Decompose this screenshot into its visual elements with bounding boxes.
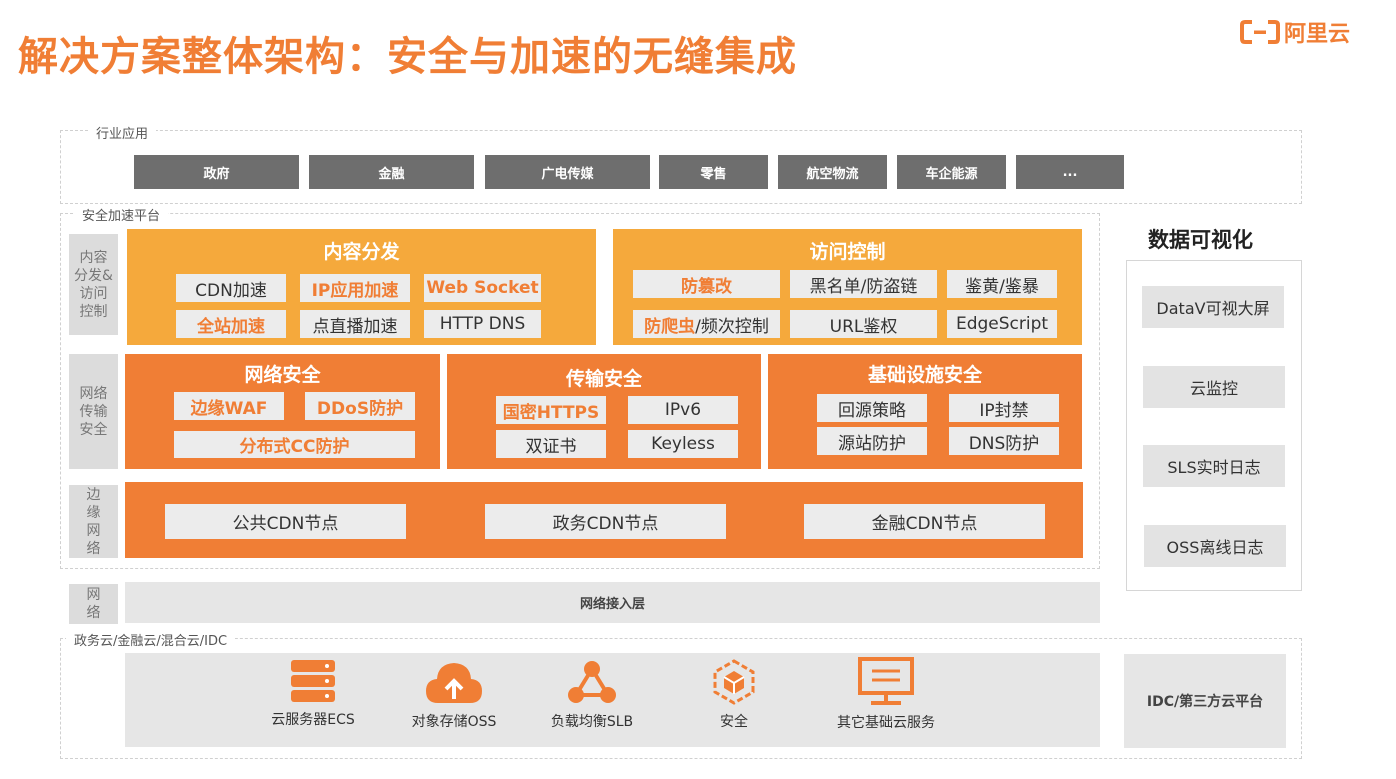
content-delivery-title: 内容分发	[323, 241, 400, 263]
network-security-title: 网络安全	[244, 364, 321, 386]
anti-crawler-hl: 防爬虫	[644, 316, 696, 337]
service-slb: 负载均衡SLB	[532, 659, 652, 731]
logo-text: 阿里云	[1284, 22, 1351, 47]
anti-crawler-box: 防爬虫/频次控制	[633, 310, 780, 338]
service-security: 安全	[674, 659, 794, 731]
load-balancer-icon	[568, 661, 616, 703]
service-label: 负载均衡SLB	[550, 714, 634, 730]
service-label: 对象存储OSS	[411, 714, 497, 730]
platform-label: 安全加速平台	[74, 205, 169, 224]
url-auth-box: URL鉴权	[790, 310, 937, 338]
service-label: 云服务器ECS	[271, 712, 355, 728]
third-party-cloud: IDC/第三方云平台	[1124, 654, 1286, 748]
network-security-side-label: 网络 传输 安全	[69, 354, 118, 469]
datav-box: DataV可视大屏	[1142, 286, 1284, 328]
network-access-layer: 网络接入层	[125, 582, 1100, 623]
service-label: 安全	[720, 714, 748, 730]
service-label: 其它基础云服务	[837, 715, 935, 731]
finance-cdn-node-box: 金融CDN节点	[804, 504, 1045, 539]
full-site-accel-box: 全站加速	[176, 310, 286, 338]
dual-cert-box: 双证书	[496, 430, 606, 458]
visualization-title: 数据可视化	[1148, 228, 1253, 252]
industry-item: 金融	[309, 155, 474, 189]
oss-log-box: OSS离线日志	[1144, 525, 1286, 567]
server-icon	[291, 660, 335, 702]
content-access-side-label: 内容 分发& 访问 控制	[69, 234, 118, 335]
anti-tamper-box: 防篡改	[633, 270, 780, 298]
edge-network-side-label: 边 缘 网 络	[69, 485, 118, 558]
public-cdn-node-box: 公共CDN节点	[165, 504, 406, 539]
content-delivery-panel: 内容分发 CDN加速 IP应用加速 Web Socket 全站加速 点直播加速 …	[127, 229, 596, 345]
ip-app-accel-box: IP应用加速	[300, 274, 410, 302]
blacklist-box: 黑名单/防盗链	[790, 270, 937, 298]
industry-item: 政府	[134, 155, 299, 189]
cloud-monitor-box: 云监控	[1143, 366, 1285, 408]
industry-item: 零售	[659, 155, 768, 189]
aliyun-logo: 阿里云	[1240, 16, 1350, 48]
visualization-panel	[1126, 260, 1302, 591]
anti-crawler-rest: /频次控制	[695, 316, 769, 337]
distributed-cc-box: 分布式CC防护	[174, 431, 415, 458]
infra-security-panel: 基础设施安全 回源策略 IP封禁 源站防护 DNS防护	[768, 354, 1082, 469]
industry-label: 行业应用	[88, 123, 157, 142]
access-control-title: 访问控制	[809, 241, 886, 263]
industry-section	[60, 130, 1302, 204]
industry-item: 车企能源	[897, 155, 1006, 189]
platform-section	[60, 213, 1100, 569]
network-side-label: 网 络	[69, 584, 118, 624]
service-ecs: 云服务器ECS	[253, 659, 373, 729]
service-other: 其它基础云服务	[826, 656, 946, 732]
cdn-accel-box: CDN加速	[176, 274, 286, 302]
ddos-box: DDoS防护	[305, 392, 415, 420]
edge-network-panel: 公共CDN节点 政务CDN节点 金融CDN节点	[125, 482, 1083, 558]
infra-security-title: 基础设施安全	[867, 364, 982, 386]
transport-security-panel: 传输安全 国密HTTPS IPv6 双证书 Keyless	[447, 354, 761, 469]
access-control-panel: 访问控制 防篡改 黑名单/防盗链 鉴黄/鉴暴 防爬虫/频次控制 URL鉴权 Ed…	[613, 229, 1082, 345]
transport-security-title: 传输安全	[565, 368, 642, 390]
http-dns-box: HTTP DNS	[424, 310, 541, 338]
edge-waf-box: 边缘WAF	[174, 392, 284, 420]
sm-https-box: 国密HTTPS	[496, 396, 606, 424]
cloud-section	[60, 638, 1302, 759]
industry-item: ...	[1016, 155, 1124, 189]
origin-protect-box: 源站防护	[817, 427, 927, 455]
monitor-icon	[858, 657, 914, 705]
live-vod-accel-box: 点直播加速	[300, 310, 410, 338]
gov-cdn-node-box: 政务CDN节点	[485, 504, 726, 539]
dns-protect-box: DNS防护	[949, 427, 1059, 455]
aliyun-logo-icon	[1240, 20, 1280, 44]
page-title: 解决方案整体架构：安全与加速的无缝集成	[18, 34, 797, 80]
keyless-box: Keyless	[628, 430, 738, 458]
cloud-upload-icon	[426, 663, 482, 703]
sls-log-box: SLS实时日志	[1143, 445, 1285, 487]
ipv6-box: IPv6	[628, 396, 738, 424]
ip-block-box: IP封禁	[949, 394, 1059, 422]
industry-item: 航空物流	[778, 155, 887, 189]
websocket-box: Web Socket	[424, 274, 541, 302]
network-security-panel: 网络安全 边缘WAF DDoS防护 分布式CC防护	[125, 354, 440, 469]
edgescript-box: EdgeScript	[947, 310, 1057, 338]
service-oss: 对象存储OSS	[394, 659, 514, 731]
industry-item: 广电传媒	[485, 155, 650, 189]
origin-policy-box: 回源策略	[817, 394, 927, 422]
porn-violence-detect-box: 鉴黄/鉴暴	[947, 270, 1057, 298]
cloud-label: 政务云/金融云/混合云/IDC	[66, 630, 236, 649]
security-cube-icon	[713, 659, 755, 705]
